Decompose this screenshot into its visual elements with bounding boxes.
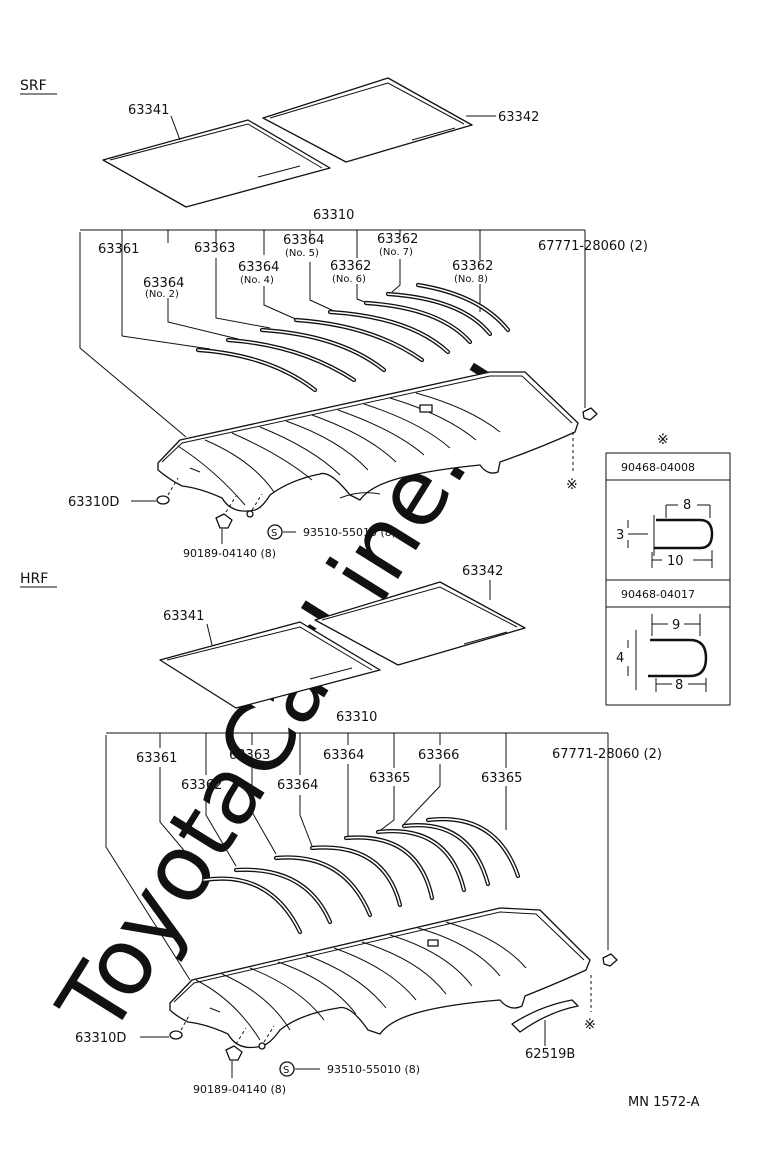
hrf-part-label-6: 63365 (369, 771, 410, 786)
hrf-part-label-5: 63364 (323, 748, 364, 763)
srf-part-label-3: 63363 (194, 241, 235, 256)
hrf-section: HRF 63341 63342 63310 63361 63362 63363 (20, 564, 662, 1096)
hrf-headliner-label: 63310 (336, 710, 377, 725)
hrf-molding-label: 62519B (525, 1047, 575, 1062)
srf-part-label-6: 63362 (No. 6) (330, 259, 371, 285)
clip-a-drawing (627, 504, 714, 568)
hrf-grommet (169, 1013, 191, 1040)
footer-code: MN 1572-A (628, 1095, 700, 1110)
hrf-clip (590, 953, 618, 1012)
hrf-panel-right-label: 63342 (462, 564, 503, 579)
srf-panel-right (262, 77, 473, 163)
clip-a-top-dim: 8 (683, 498, 691, 513)
inset-header-symbol: ※ (657, 432, 669, 448)
svg-text:(No. 6): (No. 6) (332, 274, 366, 285)
clip-b-bottom-dim: 8 (675, 678, 683, 693)
svg-text:63362: 63362 (377, 232, 418, 247)
hrf-panel-left-label: 63341 (163, 609, 204, 624)
hrf-clip-marker: ※ (584, 1017, 596, 1033)
svg-text:63362: 63362 (452, 259, 493, 274)
srf-part-label-1: 63361 (98, 242, 139, 257)
srf-screw-label: 93510-55010 (8) (303, 526, 396, 539)
hrf-part-label-8: 63365 (481, 771, 522, 786)
clip-a-bottom-dim: 10 (667, 554, 684, 569)
hrf-fastener-label: 90189-04140 (8) (193, 1083, 286, 1096)
clip-b-part-number: 90468-04017 (621, 588, 695, 601)
svg-text:(No. 2): (No. 2) (145, 289, 179, 300)
srf-panel-left-label: 63341 (128, 103, 169, 118)
svg-text:63364: 63364 (143, 276, 184, 291)
hrf-screw-label: 93510-55010 (8) (327, 1063, 420, 1076)
hrf-roof-bows (201, 817, 521, 935)
svg-text:63364: 63364 (283, 233, 324, 248)
hrf-screw-symbol: S (279, 1061, 295, 1077)
srf-fastener (215, 495, 237, 529)
clip-b-height: 4 (616, 651, 624, 666)
srf-grommet-label: 63310D (68, 495, 119, 510)
srf-roof-bows (195, 282, 511, 393)
srf-clip (572, 407, 598, 472)
srf-fastener-label: 90189-04140 (8) (183, 547, 276, 560)
clip-detail-inset: ※ 90468-04008 90468-04017 3 8 10 (605, 432, 731, 706)
hrf-part-label-2: 63362 (181, 778, 222, 793)
svg-text:63363: 63363 (194, 241, 235, 256)
svg-text:S: S (271, 528, 277, 539)
srf-section-label: SRF (20, 78, 47, 94)
hrf-part-label-7: 63366 (418, 748, 459, 763)
srf-clip-label: 67771-28060 (2) (538, 239, 648, 254)
srf-headliner-label: 63310 (313, 208, 354, 223)
srf-section: SRF 63341 63342 63310 63361 (20, 77, 648, 560)
hrf-headliner (169, 907, 591, 1049)
clip-a-part-number: 90468-04008 (621, 461, 695, 474)
srf-panel-left (102, 119, 331, 208)
srf-part-label-5: 63364 (No. 5) (283, 233, 324, 259)
svg-text:(No. 5): (No. 5) (285, 248, 319, 259)
hrf-molding (511, 999, 579, 1046)
hrf-part-label-1: 63361 (136, 751, 177, 766)
hrf-fastener (225, 1027, 247, 1061)
hrf-section-label: HRF (20, 571, 48, 587)
hrf-panel-right (314, 581, 526, 666)
hrf-clip-label: 67771-28060 (2) (552, 747, 662, 762)
srf-grommet (156, 477, 179, 505)
srf-part-label-4: 63364 (No. 4) (238, 260, 279, 286)
clip-b-top-dim: 9 (672, 618, 680, 633)
svg-text:63364: 63364 (238, 260, 279, 275)
srf-headliner (157, 371, 579, 512)
hrf-panel-left (159, 621, 381, 709)
srf-part-label-2: 63364 (No. 2) (143, 276, 184, 300)
hrf-grommet-label: 63310D (75, 1031, 126, 1046)
srf-screw (246, 493, 263, 518)
srf-part-label-7: 63362 (No. 7) (377, 232, 418, 258)
svg-text:(No. 7): (No. 7) (379, 247, 413, 258)
svg-text:63361: 63361 (98, 242, 139, 257)
srf-clip-marker: ※ (566, 477, 578, 493)
svg-text:(No. 4): (No. 4) (240, 275, 274, 286)
svg-text:63362: 63362 (330, 259, 371, 274)
hrf-part-label-4: 63364 (277, 778, 318, 793)
hrf-screw (258, 1025, 275, 1050)
svg-text:(No. 8): (No. 8) (454, 274, 488, 285)
clip-a-height: 3 (616, 528, 624, 543)
svg-text:S: S (283, 1065, 289, 1076)
srf-part-label-8: 63362 (No. 8) (452, 259, 493, 285)
srf-screw-symbol: S (267, 524, 283, 540)
clip-b-drawing (627, 614, 708, 692)
srf-panel-right-label: 63342 (498, 110, 539, 125)
hrf-part-label-3: 63363 (229, 748, 270, 763)
